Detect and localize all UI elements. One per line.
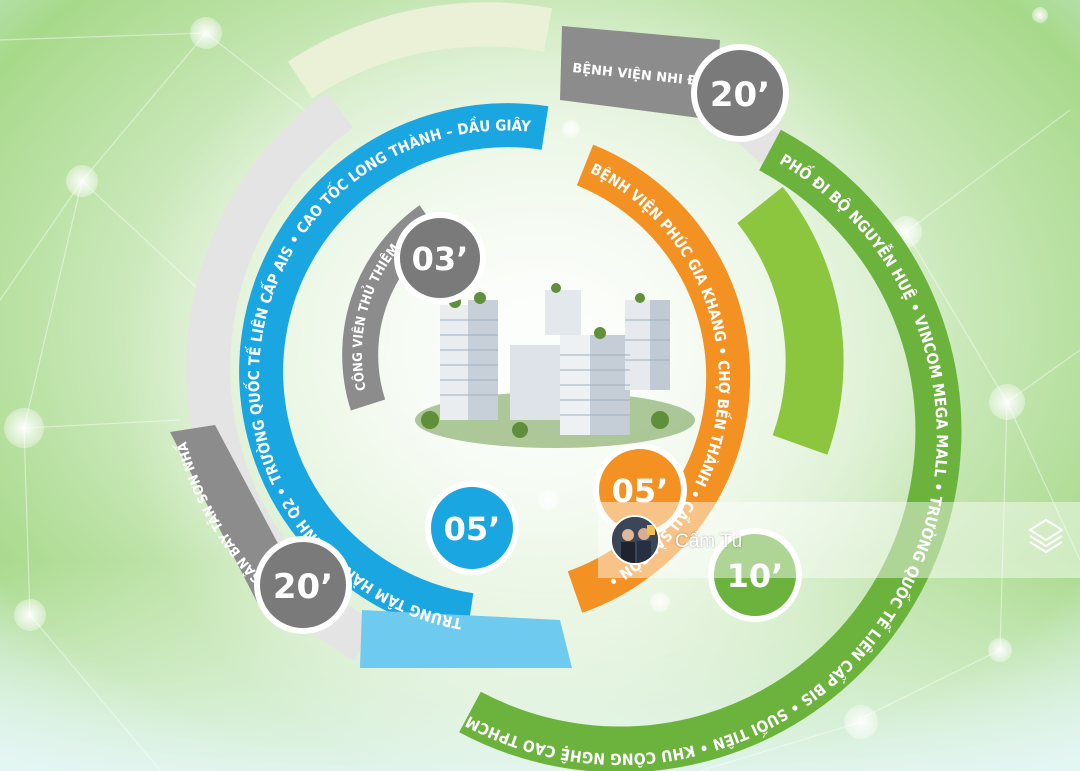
svg-text:05’: 05’	[444, 510, 501, 548]
badge-top-20: 20’	[691, 44, 789, 142]
badge-inner-03: 03’	[394, 212, 486, 304]
svg-text:10’: 10’	[727, 557, 784, 595]
svg-text:20’: 20’	[710, 75, 770, 115]
badge-blue-05: 05’	[425, 481, 519, 575]
badge-left-20: 20’	[254, 536, 352, 634]
svg-text:20’: 20’	[273, 567, 333, 607]
blue-ring	[239, 103, 549, 637]
stacked-layers-logo-icon[interactable]	[1026, 516, 1066, 556]
outer-top-tab	[560, 26, 720, 120]
svg-text:03’: 03’	[412, 240, 469, 278]
agent-name[interactable]: Cẩm Tú	[675, 531, 743, 552]
green-ring-inner-band	[737, 186, 844, 455]
outer-ring-cream	[287, 2, 552, 99]
apartment-complex-image	[415, 283, 695, 448]
person-avatar-icon[interactable]	[610, 515, 660, 565]
badge-green-10: 10’	[708, 528, 802, 622]
svg-text:05’: 05’	[612, 472, 669, 510]
agent-overlay-bar	[598, 502, 1080, 578]
green-ring	[459, 129, 962, 771]
blue-ring-base	[360, 610, 572, 668]
